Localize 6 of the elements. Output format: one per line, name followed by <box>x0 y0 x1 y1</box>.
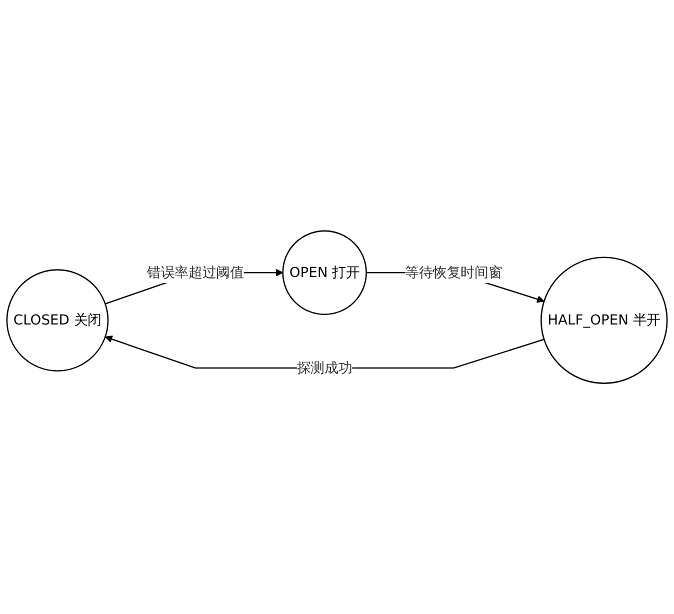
node-circle: OPEN 打开 <box>282 230 367 315</box>
edge-label: 错误率超过阈值 <box>146 264 244 280</box>
node-circle: CLOSED 关闭 <box>6 269 109 372</box>
edge-label: 探测成功 <box>296 359 352 376</box>
node-circle: HALF_OPEN 半开 <box>540 256 668 384</box>
edge-label: 等待恢复时间窗 <box>405 264 502 280</box>
